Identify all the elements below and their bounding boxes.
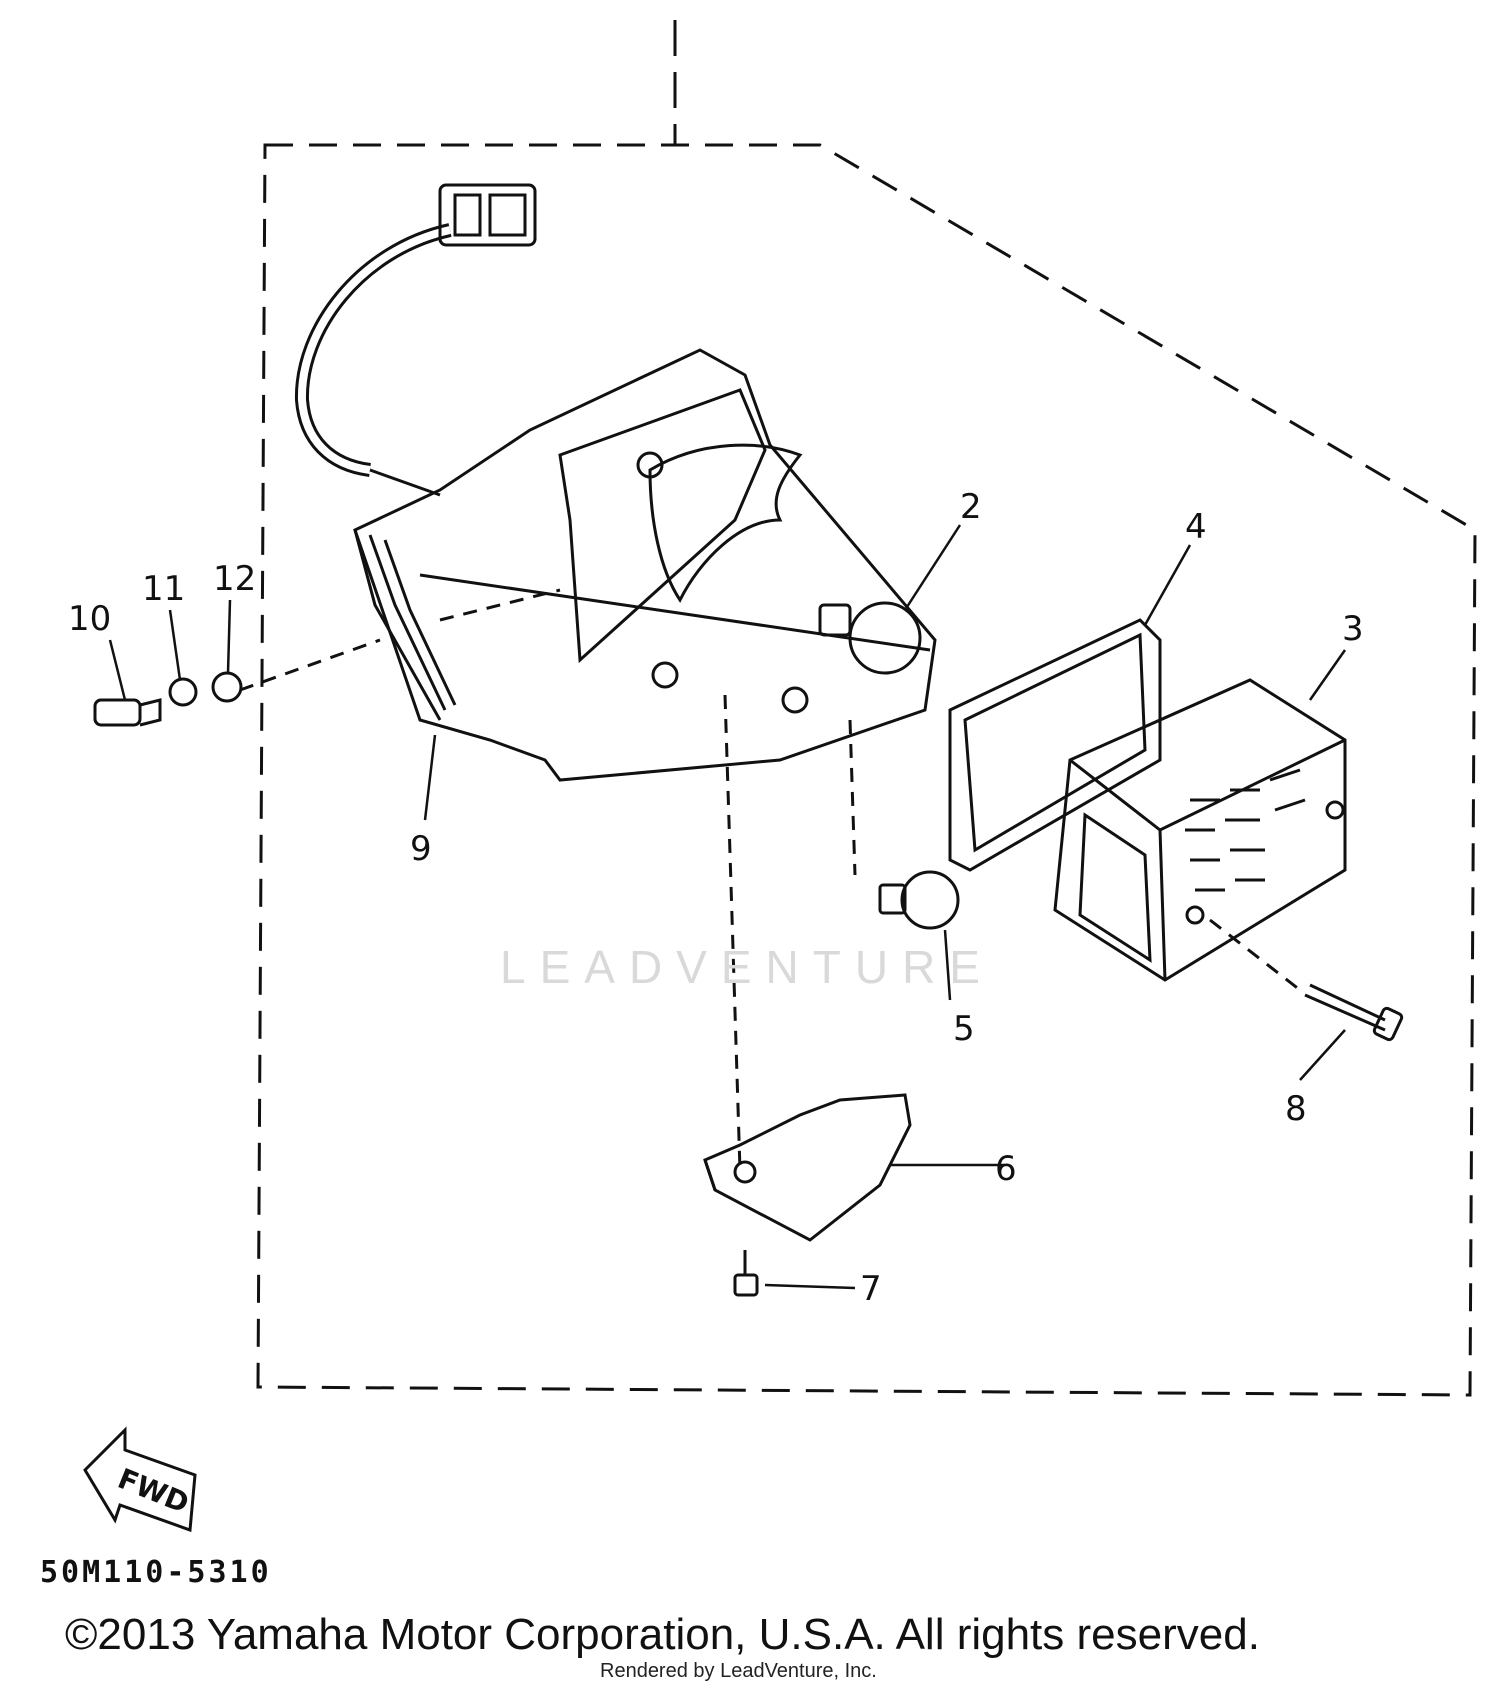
callout-5: 5: [953, 1009, 975, 1049]
callout-12: 12: [213, 559, 256, 599]
copyright-text: ©2013 Yamaha Motor Corporation, U.S.A. A…: [65, 1610, 1260, 1659]
callout-7: 7: [860, 1269, 882, 1309]
callout-10: 10: [68, 599, 111, 639]
washer-12: [211, 671, 243, 703]
diagram-code: 50M110-5310: [40, 1555, 272, 1590]
callout-3: 3: [1342, 609, 1364, 649]
bulb-license: [878, 870, 960, 930]
taillight-lens: [1053, 678, 1347, 982]
cover-screw: [733, 1250, 759, 1297]
taillight-body: [353, 348, 937, 782]
fwd-arrow: [83, 1426, 197, 1533]
callout-11: 11: [142, 569, 185, 609]
license-lamp-cover: [703, 1093, 912, 1242]
watermark: LEADVENTURE: [500, 941, 994, 993]
lens-screw: [1304, 983, 1404, 1042]
rendered-by-text: Rendered by LeadVenture, Inc.: [600, 1660, 877, 1682]
reflector-insert: [648, 443, 803, 603]
bulb-main: [818, 601, 922, 675]
callout-2: 2: [960, 487, 982, 527]
callout-9: 9: [410, 829, 432, 869]
callout-6: 6: [995, 1149, 1017, 1189]
assembly-lines: [239, 588, 1301, 1171]
wiring-harness: [294, 183, 537, 497]
callout-4: 4: [1185, 507, 1207, 547]
lens-gasket: [948, 618, 1162, 872]
washer-11: [168, 677, 198, 707]
mounting-bolt: [93, 698, 162, 727]
callout-8: 8: [1285, 1089, 1307, 1129]
leader-lines: [108, 524, 1347, 1290]
assembly-boundary: [256, 143, 1477, 1397]
